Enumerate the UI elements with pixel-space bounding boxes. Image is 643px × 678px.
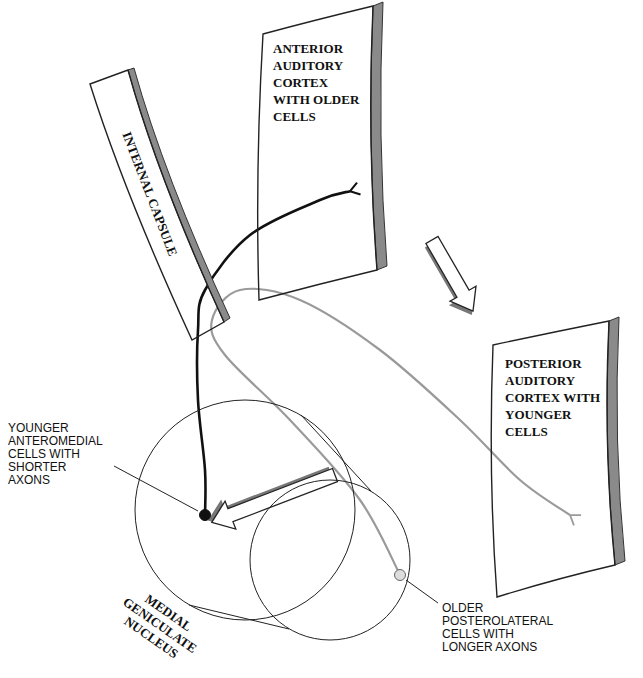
axon-terminal: [350, 191, 360, 194]
leader-line: [406, 580, 438, 603]
node-text: MEDIAL GENICULATE NUCLEUS: [109, 580, 210, 670]
node-text: ANTERIOR AUDITORY CORTEX WITH OLDER CELL…: [273, 40, 365, 125]
nucleus-cylinder: MEDIAL GENICULATE NUCLEUS: [110, 390, 440, 675]
capsule-band: INTERNAL CAPSULE: [88, 68, 230, 344]
younger-cell: [200, 510, 211, 521]
older-cell: [395, 570, 406, 581]
cortex-slab: POSTERIOR AUDITORY CORTEX WITH YOUNGER C…: [485, 315, 635, 605]
cell-label: OLDER POSTEROLATERAL CELLS WITH LONGER A…: [442, 602, 560, 654]
axon-line: [197, 191, 350, 515]
node-text: POSTERIOR AUDITORY CORTEX WITH YOUNGER C…: [505, 355, 603, 440]
axon-terminal: [570, 515, 574, 525]
leader-line: [114, 466, 198, 511]
cell-label: YOUNGER ANTEROMEDIAL CELLS WITH SHORTER …: [8, 422, 108, 487]
axon-terminal: [350, 183, 357, 192]
axon-terminal: [570, 514, 581, 516]
gradient-arrow: [416, 233, 487, 323]
gradient-arrow: [203, 458, 341, 537]
cortex-slab: ANTERIOR AUDITORY CORTEX WITH OLDER CELL…: [255, 0, 395, 302]
